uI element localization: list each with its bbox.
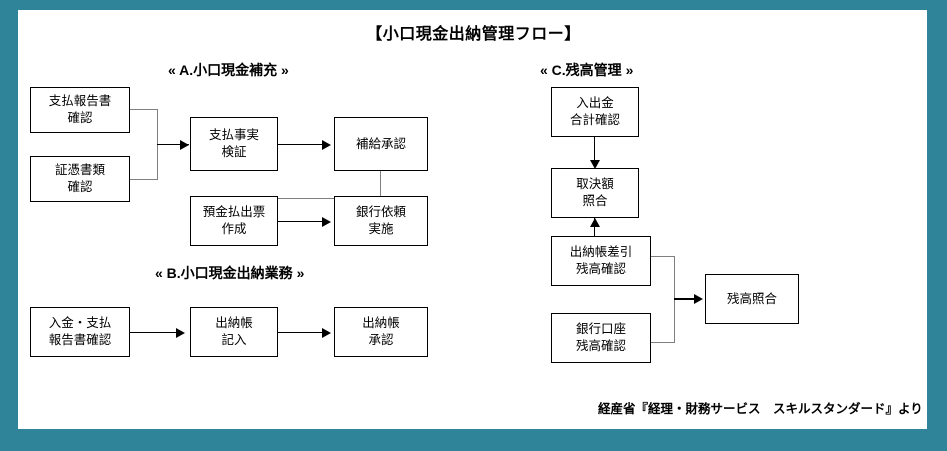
node-payment-report-check[interactable]: 支払報告書 確認 <box>30 87 130 133</box>
section-heading-b: « B.小口現金出納業務 » <box>155 265 305 281</box>
section-heading-c: « C.残高管理 » <box>540 62 634 78</box>
page-title: 【小口現金出納管理フロー】 <box>366 26 581 43</box>
node-voucher-document-check[interactable]: 証憑書類 確認 <box>30 156 130 202</box>
connector-a4-down <box>380 171 381 199</box>
connector-c-to-c5 <box>674 298 700 300</box>
arrowhead-to-cashbook-approval <box>322 328 331 338</box>
frame-border-top <box>0 0 947 10</box>
connector-a3-to-a4 <box>278 144 328 145</box>
node-bank-request-execution[interactable]: 銀行依頼 実施 <box>334 196 428 246</box>
connector-a4-left <box>233 198 381 199</box>
frame-border-bottom <box>0 429 947 451</box>
node-cashbook-balance-check[interactable]: 出納帳差引 残高確認 <box>551 236 651 286</box>
arrowhead-to-replenish-approval <box>322 140 331 150</box>
connector-a5-to-a6 <box>278 221 328 222</box>
arrowhead-to-verification <box>180 140 189 150</box>
arrowhead-to-cashbook-entry <box>176 328 185 338</box>
node-balance-reconciliation[interactable]: 残高照合 <box>705 274 799 324</box>
node-cash-inout-total-check[interactable]: 入出金 合計確認 <box>551 87 639 137</box>
node-agreed-amount-reconciliation[interactable]: 取決額 照合 <box>551 168 639 218</box>
node-cashbook-approval[interactable]: 出納帳 承認 <box>334 307 428 357</box>
node-withdrawal-slip-creation[interactable]: 預金払出票 作成 <box>190 196 278 246</box>
frame-border-left <box>0 0 18 451</box>
connector-a1-stub <box>130 109 158 110</box>
connector-a-to-a3 <box>157 144 189 145</box>
connector-c3-to-c2 <box>594 218 595 245</box>
source-note: 経産省『経理・財務サービス スキルスタンダード』より <box>598 402 923 416</box>
node-payment-fact-verification[interactable]: 支払事実 検証 <box>190 117 278 171</box>
content-area <box>18 10 927 429</box>
connector-b1-to-b2 <box>130 332 182 333</box>
connector-b2-to-b3 <box>278 332 328 333</box>
frame-border-right <box>927 0 947 451</box>
node-replenishment-approval[interactable]: 補給承認 <box>334 117 428 171</box>
node-cashbook-entry[interactable]: 出納帳 記入 <box>190 307 278 357</box>
arrowhead-to-agreed-amount-check <box>590 160 600 169</box>
arrowhead-to-bank-request <box>322 217 331 227</box>
connector-c3-stub <box>651 256 675 257</box>
node-receipt-payment-report-check[interactable]: 入金・支払 報告書確認 <box>30 307 130 357</box>
connector-c1-to-c2 <box>594 137 595 164</box>
connector-a2-stub <box>130 179 158 180</box>
node-bank-account-balance-check[interactable]: 銀行口座 残高確認 <box>551 313 651 363</box>
connector-c4-stub <box>651 342 675 343</box>
arrowhead-up-to-agreed-amount <box>590 218 600 227</box>
arrowhead-to-balance-reconciliation <box>694 294 703 304</box>
section-heading-a: « A.小口現金補充 » <box>168 62 289 78</box>
